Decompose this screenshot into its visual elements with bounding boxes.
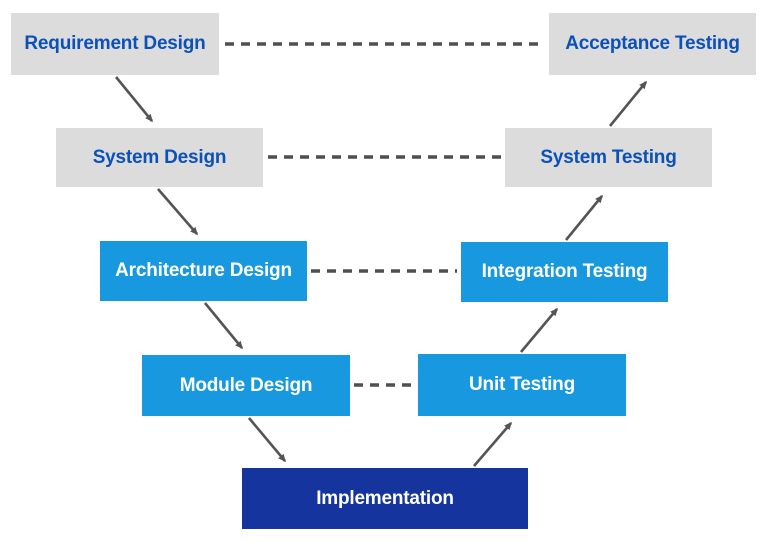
node-integration-testing: Integration Testing [461, 242, 668, 302]
node-label: Acceptance Testing [565, 33, 740, 54]
node-architecture-design: Architecture Design [100, 241, 307, 301]
node-label: Architecture Design [115, 260, 292, 281]
node-acceptance-testing: Acceptance Testing [549, 13, 756, 75]
arrow-module-to-implementation [248, 417, 286, 463]
arrow-system-to-acceptance-testing [608, 80, 648, 127]
arrow-integration-to-system-testing [564, 194, 604, 241]
node-label: Integration Testing [481, 261, 648, 282]
arrow-system-design-to-architecture [157, 188, 198, 236]
node-label: Requirement Design [24, 33, 206, 54]
node-label: Implementation [316, 487, 454, 509]
node-label: Module Design [179, 374, 313, 396]
node-label: System Design [92, 146, 227, 168]
arrow-requirement-to-system-design [114, 76, 154, 123]
arrow-implementation-to-unit-testing [473, 421, 512, 467]
node-implementation: Implementation [242, 468, 528, 529]
node-label: Unit Testing [469, 374, 575, 395]
node-system-testing: System Testing [505, 128, 712, 187]
node-label: System Testing [540, 146, 677, 168]
node-requirement-design: Requirement Design [11, 13, 219, 75]
arrow-unit-to-integration-testing [520, 307, 558, 353]
node-module-design: Module Design [142, 355, 350, 416]
node-system-design: System Design [56, 128, 263, 187]
node-unit-testing: Unit Testing [418, 354, 626, 416]
arrow-architecture-to-module [203, 302, 244, 350]
